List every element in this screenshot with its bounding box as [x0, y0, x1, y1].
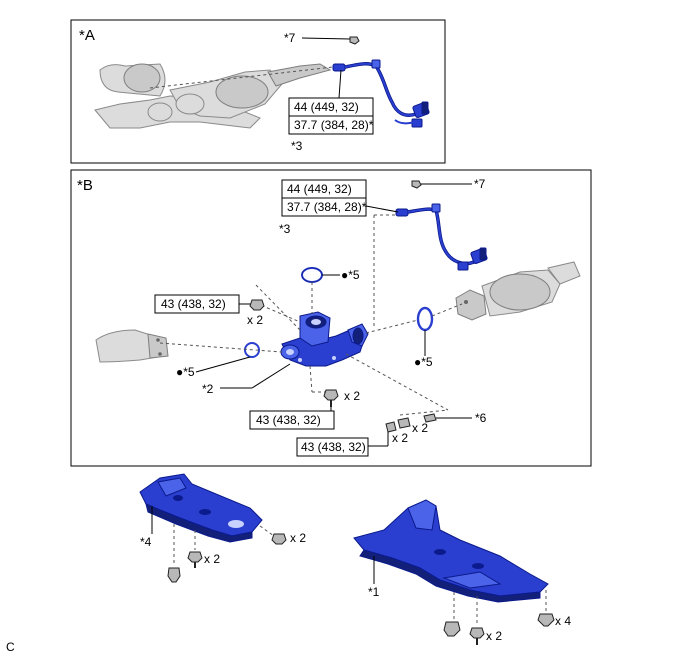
panel-b-lower-bolt: x 2 43 (438, 32)	[249, 389, 360, 430]
panel-b-sensor-callout: *3	[279, 222, 291, 236]
panel-a-torque-line1: 44 (449, 32)	[294, 100, 359, 114]
lower-left-bolt-right-qty: x 2	[290, 531, 306, 545]
lower-left-cover: x 2 x 2 *4	[139, 473, 306, 583]
panel-b-gasket-left-callout: ●*5	[176, 365, 195, 379]
panel-a-sensor-callout: *3	[291, 139, 303, 153]
panel-b-gasket-top-callout: ●*5	[341, 268, 360, 282]
stud-bolt-icon	[385, 421, 397, 433]
panel-b-sensor-torque-box: 44 (449, 32) 37.7 (384, 28)* *3	[279, 179, 399, 236]
panel-a-clamp: *7	[284, 31, 360, 45]
panel-b-manifold-callout: *2	[202, 382, 214, 396]
panel-b-oxygen-sensor	[395, 203, 488, 271]
panel-b-exhaust-manifold	[280, 311, 369, 367]
panel-b-nut-qty: x 2	[412, 421, 428, 435]
panel-b-lower-bolt-torque: 43 (438, 32)	[256, 413, 321, 427]
panel-a-oxygen-sensor	[332, 59, 430, 128]
panel-b-stud-qty: x 2	[392, 431, 408, 445]
panel-b-lower-bolt-qty: x 2	[344, 389, 360, 403]
panel-b-upper-bolt-qty: x 2	[247, 313, 263, 327]
panel-b-catalytic-converter	[455, 261, 581, 321]
lower-left-callout: *4	[140, 535, 152, 549]
panel-a-torque-box: 44 (449, 32) 37.7 (384, 28)* *3	[288, 69, 374, 153]
lower-right-bolt-center-qty: x 2	[486, 629, 502, 643]
panel-b-gasket-right-callout: ●*5	[414, 355, 433, 369]
lower-right-bolt-center-icon	[469, 627, 485, 639]
panel-b-clamp: *7	[411, 177, 486, 191]
panel-b-frame	[70, 169, 592, 467]
lower-left-bolt-right-icon	[271, 533, 287, 545]
panel-b-gasket-top: ●*5	[301, 267, 360, 283]
panel-b-stud-and-nut: x 2 x 2 *6 43 (438, 32)	[296, 411, 487, 457]
lower-right-callout: *1	[368, 585, 380, 599]
panel-a-exhaust-pipe	[94, 63, 332, 129]
corner-code: C	[6, 640, 15, 654]
lower-left-bolt-bottom-qty: x 2	[204, 552, 220, 566]
lower-bolt-icon	[323, 389, 339, 401]
panel-a-torque-line2: 37.7 (384, 28)*	[294, 118, 374, 132]
lower-left-clip-icon	[167, 567, 181, 583]
panel-a-frame	[70, 19, 446, 164]
panel-b-manifold-callout-group: *2	[202, 363, 291, 396]
upper-bolt-icon	[249, 299, 265, 311]
nut-icon	[423, 413, 437, 423]
panel-b-upper-bolt: 43 (438, 32) x 2	[154, 294, 265, 327]
panel-b-tag: *B	[77, 177, 93, 194]
panel-b-sensor-torque-line1: 44 (449, 32)	[287, 182, 352, 196]
lower-right-bolt-right-qty: x 4	[555, 614, 571, 628]
panel-a: *A *7	[70, 19, 446, 164]
panel-b-stud-torque: 43 (438, 32)	[301, 440, 366, 454]
panel-b: *B	[70, 169, 592, 467]
panel-b-clamp-callout: *7	[474, 177, 486, 191]
panel-b-gasket-right: ●*5	[414, 306, 434, 369]
panel-b-sensor-torque-line2: 37.7 (384, 28)*	[287, 200, 367, 214]
panel-b-nut-callout: *6	[475, 411, 487, 425]
panel-b-assembly-lines	[159, 214, 463, 416]
stud-bolt-icon-2	[397, 417, 411, 429]
lower-left-bolt-bottom-icon	[187, 551, 203, 563]
panel-b-gasket-left: ●*5	[176, 342, 260, 379]
panel-b-front-pipe	[95, 329, 169, 363]
lower-right-cover: x 2 x 4 *1	[353, 499, 571, 645]
panel-a-tag: *A	[79, 27, 95, 44]
panel-b-upper-bolt-torque: 43 (438, 32)	[161, 297, 226, 311]
panel-a-clamp-callout: *7	[284, 31, 296, 45]
lower-right-bolt-right-icon	[537, 613, 555, 627]
lower-right-nut-icon	[443, 621, 461, 637]
